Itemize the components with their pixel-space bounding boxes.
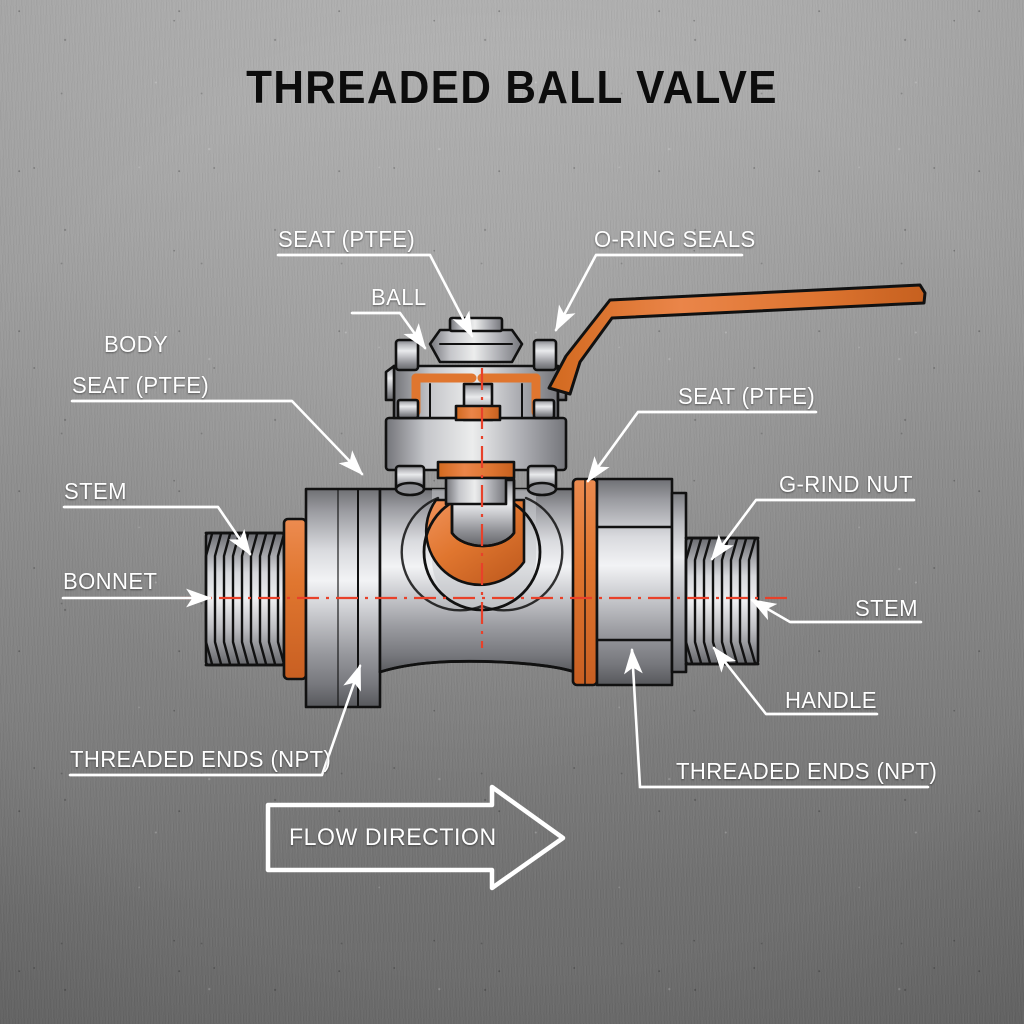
label-flow-direction: FLOW DIRECTION: [289, 824, 497, 851]
label-seat-ptfe-left: SEAT (PTFE): [72, 372, 210, 398]
handle-lever: [547, 283, 927, 396]
bonnet-flange: [384, 416, 568, 506]
label-ball: BALL: [371, 284, 427, 310]
centerlines: [180, 368, 790, 648]
flow-direction-arrow: [265, 784, 566, 891]
top-hex-nut: [428, 316, 524, 364]
label-stem-left: STEM: [64, 478, 127, 504]
label-stem-right: STEM: [855, 595, 918, 621]
page-title: THREADED BALL VALVE: [246, 61, 778, 113]
bonnet-upper: [392, 364, 560, 422]
label-bonnet: BONNET: [63, 568, 158, 594]
label-threaded-ends-right: THREADED ENDS (NPT): [676, 758, 938, 784]
label-threaded-ends-left: THREADED ENDS (NPT): [70, 746, 332, 772]
label-underlines: [64, 253, 928, 789]
label-handle: HANDLE: [785, 687, 877, 713]
label-g-rind-nut: G-RIND NUT: [779, 471, 913, 497]
leader-o-ring-seals: [554, 253, 744, 332]
label-body: BODY: [104, 331, 169, 357]
bonnet-bolts: [384, 338, 568, 420]
label-o-ring-seals: O-RING SEALS: [594, 226, 756, 252]
threaded-end-right-part: [684, 536, 760, 666]
gland-nut-right: [595, 477, 688, 687]
leader-seat-ptfe-left: [70, 399, 364, 476]
label-seat-ptfe-top: SEAT (PTFE): [278, 226, 416, 252]
label-seat-ptfe-right: SEAT (PTFE): [678, 383, 816, 409]
